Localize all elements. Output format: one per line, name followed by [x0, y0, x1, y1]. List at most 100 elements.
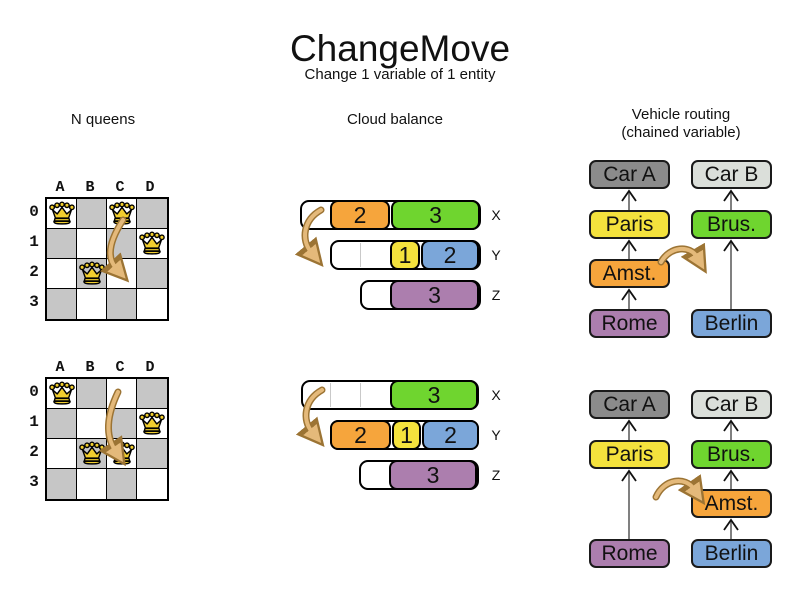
section-title-nqueens: N queens: [70, 111, 136, 128]
chain-link-rome-paris: [621, 469, 637, 539]
node-label: Amst.: [602, 261, 657, 285]
queen-icon: [48, 201, 75, 225]
board-cell: [77, 469, 107, 499]
chain-link-amst-brus: [723, 469, 739, 489]
board-cell: [47, 469, 77, 499]
move-arrow-vehicle-after: [652, 474, 706, 506]
board-cell: [47, 259, 77, 289]
process-block: 1: [390, 240, 420, 270]
slot-divider: [360, 243, 361, 267]
computer-row-y-before: 1 2: [330, 240, 481, 270]
chain-link-brus-carb: [723, 419, 739, 440]
board-cell: [107, 469, 137, 499]
vehicle-node-car-b: Car B: [691, 160, 772, 189]
board-row-labels: 0 1 2 3: [24, 377, 44, 497]
process-block: 2: [421, 240, 479, 270]
col-label-c: C: [115, 179, 125, 196]
board-column-labels: A B C D: [45, 359, 165, 376]
board-cell: [137, 409, 167, 439]
process-size: 1: [400, 421, 413, 448]
process-block: 2: [422, 420, 479, 450]
vehicle-node-amst: Amst.: [691, 489, 772, 518]
chain-link-amst-paris: [621, 239, 637, 259]
page-title: ChangeMove: [289, 28, 511, 69]
board-cell: [47, 289, 77, 319]
node-label: Rome: [601, 541, 658, 565]
process-size: 2: [354, 421, 367, 448]
vehicle-node-rome: Rome: [589, 539, 670, 568]
process-size: 3: [428, 281, 441, 308]
board-cell: [107, 259, 137, 289]
page-subtitle: Change 1 variable of 1 entity: [304, 66, 496, 83]
process-block: 2: [330, 420, 391, 450]
computer-label-z: Z: [491, 467, 501, 483]
board-cell: [107, 409, 137, 439]
section-title-vehicle: Vehicle routing (chained variable): [581, 106, 781, 142]
process-block: 2: [330, 200, 390, 230]
queen-icon: [48, 381, 75, 405]
vehicle-node-rome: Rome: [589, 309, 670, 338]
board-cell: [47, 439, 77, 469]
board-cell: [77, 379, 107, 409]
node-label: Brus.: [706, 442, 756, 466]
chain-link-brus-carb: [723, 189, 739, 210]
board-cell: [107, 289, 137, 319]
queen-icon: [108, 201, 135, 225]
node-label: Paris: [605, 212, 654, 236]
queen-icon: [78, 441, 105, 465]
computer-row-y-after: 2 1 2: [330, 420, 479, 450]
computer-row-x-after: 3: [301, 380, 479, 410]
process-size: 2: [353, 201, 367, 228]
vehicle-node-brus: Brus.: [691, 210, 772, 239]
vehicle-node-car-b: Car B: [691, 390, 772, 419]
slot-divider: [330, 383, 331, 407]
computer-label-y: Y: [491, 247, 501, 263]
node-label: Rome: [601, 311, 658, 335]
board-cell: [107, 229, 137, 259]
computer-label-z: Z: [491, 287, 501, 303]
board-cell: [137, 439, 167, 469]
row-label-2: 2: [29, 263, 39, 281]
board-cell: [77, 439, 107, 469]
computer-label-x: X: [491, 207, 501, 223]
board-cell: [137, 259, 167, 289]
computer-row-x-before: 2 3: [300, 200, 481, 230]
process-size: 2: [443, 241, 457, 268]
board-cell: [107, 379, 137, 409]
board-cell: [77, 289, 107, 319]
board-cell: [47, 379, 77, 409]
process-block: 3: [390, 380, 478, 410]
board-column-labels: A B C D: [45, 179, 165, 196]
board-cell: [77, 199, 107, 229]
node-label: Car B: [704, 162, 759, 186]
vehicle-node-berlin: Berlin: [691, 309, 772, 338]
vehicle-node-amst: Amst.: [589, 259, 670, 288]
queen-icon: [139, 411, 165, 435]
col-label-b: B: [85, 179, 95, 196]
node-label: Paris: [605, 442, 654, 466]
board-row-labels: 0 1 2 3: [24, 197, 44, 317]
chain-link-rome-amst: [621, 288, 637, 309]
board-cell: [137, 379, 167, 409]
node-label: Car A: [603, 392, 656, 416]
node-label: Amst.: [704, 491, 759, 515]
vehicle-node-paris: Paris: [589, 210, 670, 239]
node-label: Brus.: [706, 212, 756, 236]
col-label-d: D: [145, 179, 155, 196]
vehicle-node-car-a: Car A: [589, 390, 670, 419]
computer-row-z-before: 3: [360, 280, 481, 310]
board-cell: [137, 199, 167, 229]
process-size: 3: [427, 381, 441, 408]
chain-link-berlin-brus: [723, 239, 739, 309]
process-size: 3: [429, 201, 442, 228]
process-block: 3: [391, 200, 480, 230]
process-block: 1: [392, 420, 421, 450]
row-label-0: 0: [29, 383, 39, 401]
queen-icon: [139, 231, 165, 255]
board-cell: [47, 229, 77, 259]
vehicle-node-brus: Brus.: [691, 440, 772, 469]
slot-divider: [360, 383, 361, 407]
vehicle-node-paris: Paris: [589, 440, 670, 469]
board-cell: [47, 409, 77, 439]
chessboard-before: [45, 197, 169, 321]
